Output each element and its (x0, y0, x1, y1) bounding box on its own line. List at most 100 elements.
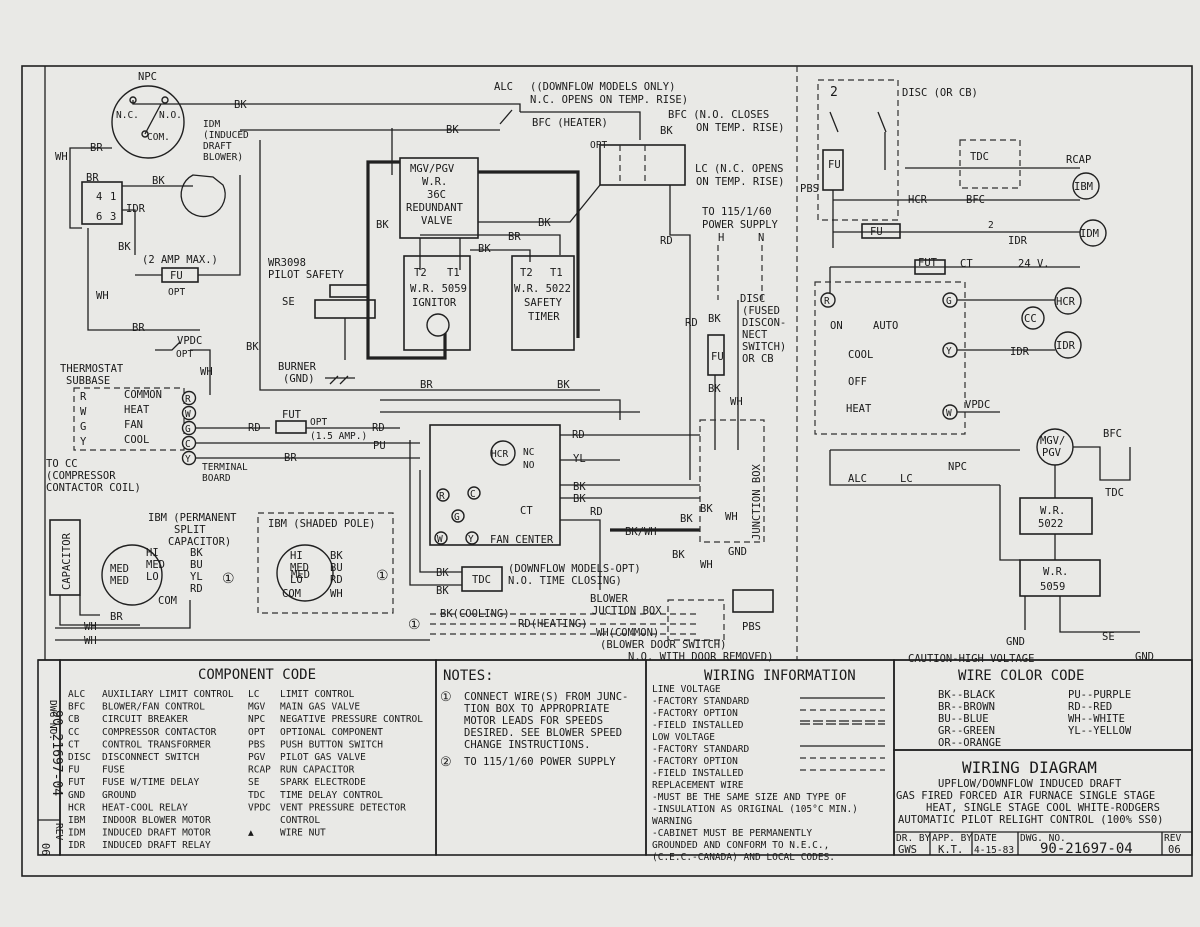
svg-text:RD: RD (660, 235, 673, 247)
svg-text:BLOWER: BLOWER (590, 593, 629, 605)
svg-text:IDR: IDR (1008, 235, 1028, 247)
component-code-desc: OPTIONAL COMPONENT (280, 727, 383, 738)
svg-text:LC: LC (900, 473, 913, 485)
svg-text:SAFETY: SAFETY (524, 297, 563, 309)
svg-text:REV: REV (53, 823, 64, 840)
component-code-desc: HEAT-COOL RELAY (102, 802, 188, 813)
svg-text:BK: BK (330, 550, 343, 562)
component-code-title: COMPONENT CODE (198, 667, 316, 683)
svg-text:R: R (824, 296, 830, 307)
svg-text:OPT: OPT (168, 287, 185, 298)
svg-text:VPDC: VPDC (177, 335, 202, 347)
svg-text:OR CB: OR CB (742, 353, 774, 365)
svg-text:①: ① (222, 571, 235, 587)
svg-text:BK: BK (190, 547, 203, 559)
svg-text:SPLIT: SPLIT (174, 524, 206, 536)
svg-text:BK: BK (672, 549, 685, 561)
svg-text:IDM: IDM (1080, 228, 1099, 240)
svg-text:BLOWER): BLOWER) (203, 152, 243, 163)
svg-text:G: G (454, 512, 460, 523)
component-code-desc: CONTROL (280, 815, 320, 826)
svg-text:TDC: TDC (472, 574, 491, 586)
component-code-abbr: CC (68, 727, 79, 738)
svg-text:BK: BK (478, 243, 491, 255)
svg-text:TIMER: TIMER (528, 311, 560, 323)
component-code-abbr: IBM (68, 815, 85, 826)
svg-text:COMMON: COMMON (124, 389, 162, 401)
component-code-desc: GROUND (102, 790, 137, 801)
svg-text:W.R.: W.R. (1043, 566, 1068, 578)
wiring-info-line: REPLACEMENT WIRE (652, 780, 744, 791)
svg-text:TDC: TDC (1105, 487, 1124, 499)
component-code-desc: LIMIT CONTROL (280, 689, 355, 700)
wiring-info-line: -INSULATION AS ORIGINAL (105°C MIN.) (652, 804, 858, 815)
svg-text:W: W (437, 534, 443, 545)
bfc-lc-switch-block (599, 144, 686, 186)
idr-relay-symbol (81, 181, 123, 225)
svg-text:DISC (OR CB): DISC (OR CB) (902, 87, 978, 99)
svg-text:C: C (470, 489, 476, 500)
svg-text:Y: Y (946, 346, 952, 357)
svg-text:WH: WH (96, 290, 109, 302)
svg-text:BU: BU (190, 559, 203, 571)
svg-text:COOL: COOL (848, 349, 873, 361)
svg-text:①: ① (408, 617, 421, 633)
svg-text:W: W (946, 408, 952, 419)
component-code-abbr: GND (68, 790, 85, 801)
svg-text:CAUTION-HIGH VOLTAGE: CAUTION-HIGH VOLTAGE (908, 653, 1034, 665)
svg-text:REV: REV (1164, 833, 1181, 844)
svg-text:WH: WH (84, 621, 97, 633)
svg-text:UPFLOW/DOWNFLOW INDUCED DRAFT: UPFLOW/DOWNFLOW INDUCED DRAFT (938, 778, 1122, 790)
wiring-info-line: LINE VOLTAGE (652, 684, 721, 695)
wiring-information-panel: WIRING INFORMATION LINE VOLTAGE-FACTORY … (645, 659, 895, 863)
wire-color-entry: RD--RED (1068, 701, 1112, 713)
svg-text:COM: COM (158, 595, 177, 607)
svg-text:(1.5 AMP.): (1.5 AMP.) (310, 431, 367, 442)
wiring-info-line: -FACTORY STANDARD (652, 744, 750, 755)
svg-text:T1: T1 (447, 267, 460, 279)
notes-title: NOTES: (443, 668, 494, 684)
svg-text:LC (N.C. OPENS: LC (N.C. OPENS (695, 163, 784, 175)
wiring-info-line: -FACTORY OPTION (652, 756, 738, 767)
component-code-abbr: LC (248, 689, 259, 700)
svg-text:N.C. OPENS ON TEMP. RISE): N.C. OPENS ON TEMP. RISE) (530, 94, 688, 106)
svg-text:DWG NO.: DWG NO. (47, 700, 58, 740)
svg-text:5059: 5059 (1040, 581, 1065, 593)
svg-text:MED: MED (110, 563, 129, 575)
svg-text:BR: BR (508, 231, 521, 243)
svg-text:IBM (PERMANENT: IBM (PERMANENT (148, 512, 237, 524)
svg-text:IDR: IDR (1056, 340, 1076, 352)
wire-color-entry: PU--PURPLE (1068, 689, 1131, 701)
svg-text:WH: WH (700, 559, 713, 571)
wire-color-entry: WH--WHITE (1068, 713, 1125, 725)
svg-text:DWG. NO.: DWG. NO. (1020, 833, 1066, 844)
svg-text:BR: BR (110, 611, 123, 623)
svg-text:HCR: HCR (491, 449, 508, 460)
component-code-desc: INDUCED DRAFT MOTOR (102, 828, 211, 839)
disc-fuse-symbol (707, 334, 725, 376)
svg-text:1: 1 (110, 191, 116, 203)
svg-text:HEAT: HEAT (124, 404, 150, 416)
svg-text:Y: Y (468, 534, 474, 545)
capacitor-symbol (49, 519, 81, 596)
component-code-abbr: DISC (68, 752, 91, 763)
svg-text:N.O.: N.O. (159, 110, 182, 121)
svg-text:MED: MED (291, 569, 310, 581)
svg-text:IDR: IDR (126, 203, 146, 215)
svg-text:(INDUCED: (INDUCED (203, 130, 249, 141)
svg-text:RD: RD (190, 583, 203, 595)
svg-text:FU: FU (828, 159, 841, 171)
svg-text:RD: RD (248, 422, 261, 434)
svg-text:FU: FU (870, 226, 883, 238)
svg-text:NO: NO (523, 460, 535, 471)
svg-text:G: G (185, 424, 191, 435)
component-code-desc: TIME DELAY CONTROL (280, 790, 383, 801)
svg-text:BK: BK (538, 217, 551, 229)
svg-text:VPDC: VPDC (965, 399, 990, 411)
wiring-info-line: -FACTORY OPTION (652, 708, 738, 719)
component-code-abbr: RCAP (248, 765, 271, 776)
wiring-info-line: -CABINET MUST BE PERMANENTLY (652, 828, 812, 839)
svg-text:(BLOWER DOOR SWITCH): (BLOWER DOOR SWITCH) (600, 639, 726, 651)
svg-text:BK/WH: BK/WH (625, 526, 657, 538)
svg-text:IDM: IDM (203, 119, 220, 130)
